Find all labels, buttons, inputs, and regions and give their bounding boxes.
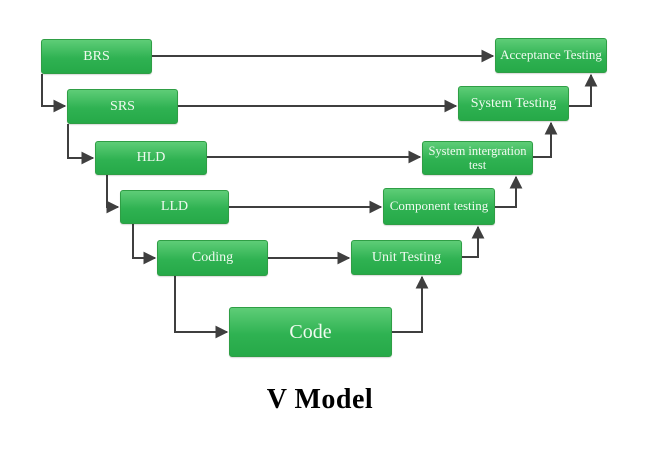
arrow-coding-to-code [174,276,229,339]
node-system-testing: System Testing [458,86,569,121]
node-system-integration-test: System intergration test [422,141,533,175]
arrow-lld-to-coding [132,224,157,265]
node-system-integration-test-label: System intergration test [428,144,527,172]
node-hld-label: HLD [136,150,166,166]
node-acceptance-testing: Acceptance Testing [495,38,607,73]
arrow-hld-to-lld [106,175,120,214]
arrow-srs-to-hld [67,124,95,165]
arrow-component-testing-to-system-integration [495,175,523,208]
node-coding-label: Coding [191,250,234,266]
node-acceptance-testing-label: Acceptance Testing [500,47,602,63]
node-hld: HLD [95,141,207,175]
node-unit-testing-label: Unit Testing [371,249,442,265]
diagram-title: V Model [266,384,374,415]
node-code: Code [229,307,392,357]
arrow-unit-testing-to-component-testing [462,225,485,258]
arrow-system-integration-to-system-testing [533,121,558,158]
arrow-brs-to-srs [41,74,67,113]
node-component-testing: Component testing [383,188,495,225]
node-lld: LLD [120,190,229,224]
node-code-label: Code [289,320,332,343]
node-component-testing-label: Component testing [389,198,489,214]
node-lld-label: LLD [160,199,189,215]
arrow-system-testing-to-acceptance-testing [569,73,598,107]
node-brs: BRS [41,39,152,74]
node-system-testing-label: System Testing [470,95,557,111]
node-brs-label: BRS [83,48,110,64]
node-coding: Coding [157,240,268,276]
node-srs: SRS [67,89,178,124]
node-srs-label: SRS [110,98,135,114]
arrow-code-to-unit-testing [392,275,429,333]
node-unit-testing: Unit Testing [351,240,462,275]
